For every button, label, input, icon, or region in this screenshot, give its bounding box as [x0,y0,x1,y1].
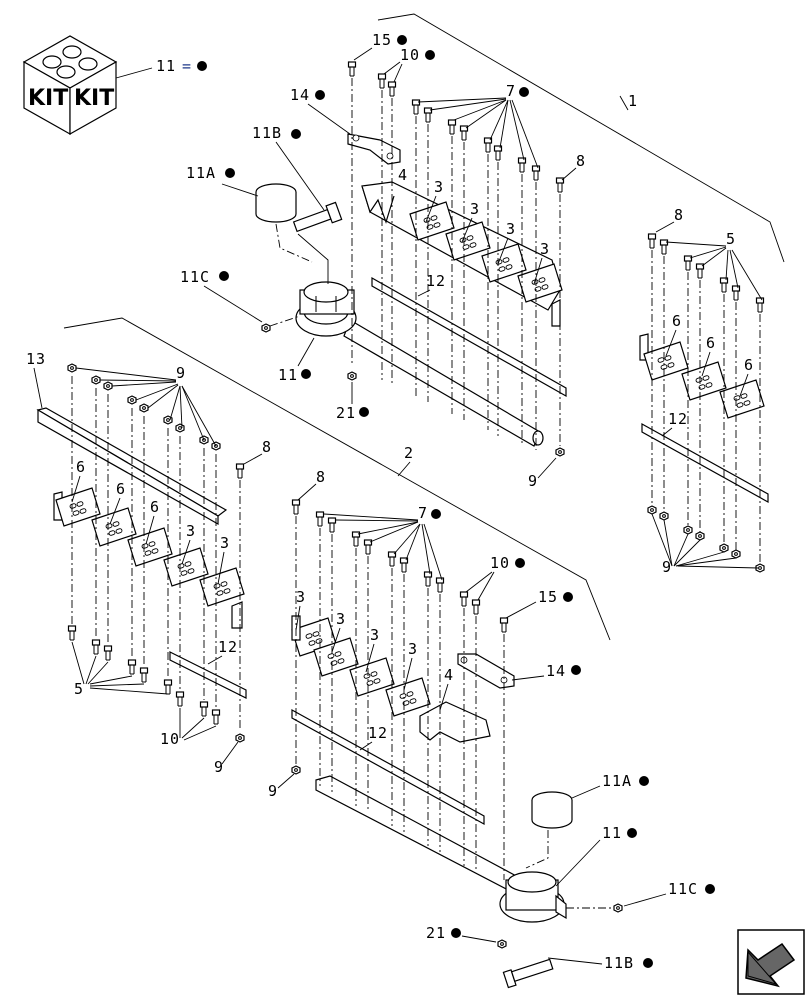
callout-2: 2 [404,444,414,462]
callout-3d-upper: 3 [540,240,550,258]
callout-3b-lower: 3 [336,610,346,628]
callout-9-upper: 9 [528,472,538,490]
callout-11b-upper: 11B [252,124,282,142]
callout-kit-11: 11 [156,57,176,75]
callout-8-right: 8 [674,206,684,224]
callout-4-upper: 4 [398,166,408,184]
callout-13: 13 [26,350,46,368]
callout-5-right: 5 [726,230,736,248]
callout-kit-equals: = [182,57,192,75]
callout-10-lower: 10 [490,554,510,572]
callout-12-upper: 12 [426,272,446,290]
assembly-lines-right [651,250,761,564]
callout-6c-left: 6 [150,498,160,516]
callout-14-lower: 14 [546,662,566,680]
knife-sections-lower [291,615,491,743]
callout-3d-lower: 3 [408,640,418,658]
callout-8-left: 8 [262,438,272,456]
backing-plate-12-right [641,422,769,504]
callout-7-upper: 7 [506,82,516,100]
bolt-11b-upper [292,201,343,233]
callout-15-upper: 15 [372,31,392,49]
callout-9-right: 9 [662,558,672,576]
knife-sections-left [53,487,245,629]
callout-11c-lower: 11C [668,880,698,898]
callout-12-left: 12 [218,638,238,656]
callout-9-lower: 9 [268,782,278,800]
callout-11c-upper: 11C [180,268,210,286]
callout-6a-left: 6 [76,458,86,476]
callout-7-lower: 7 [418,504,428,522]
callout-1: 1 [628,92,638,110]
assembly-lines-upper [351,78,561,450]
callout-11-lower: 11 [602,824,622,842]
knife-sections-right [639,333,765,419]
callout-11-upper: 11 [278,366,298,384]
callout-6b-right: 6 [706,334,716,352]
callout-10-upper: 10 [400,46,420,64]
callout-14-upper: 14 [290,86,310,104]
callout-8-lower: 8 [316,468,326,486]
assembly-lines-lower [295,516,505,880]
callout-3b-upper: 3 [470,200,480,218]
navigation-arrow-button[interactable] [737,929,805,995]
backing-plate-12-lower [291,708,485,826]
arrow-down-left-icon [745,942,796,988]
callout-3c-upper: 3 [506,220,516,238]
kit-label-left: KIT [28,86,68,111]
kit-label-right: KIT [74,86,114,111]
callout-6b-left: 6 [116,480,126,498]
callout-9-left-bottom: 9 [214,758,224,776]
callout-21-upper: 21 [336,404,356,422]
callout-10-left: 10 [160,730,180,748]
bolt-11b-lower [502,958,554,989]
callouts: 15 10 14 7 11B 11A 11C 11 21 [26,31,763,972]
callout-3c-lower: 3 [370,626,380,644]
backing-plate-12-left [169,651,247,699]
callout-11a-lower: 11A [602,772,632,790]
callout-21-lower: 21 [426,924,446,942]
callout-3a-lower: 3 [296,588,306,606]
callout-11a-upper: 11A [186,164,216,182]
callout-11b-lower: 11B [604,954,634,972]
adapter-14-lower [457,653,515,689]
drive-arm-lower [315,775,567,923]
callout-3a-left: 3 [186,522,196,540]
kit-box-icon: KIT KIT [22,35,118,136]
callout-5-left: 5 [74,680,84,698]
callout-6a-right: 6 [672,312,682,330]
callout-8-upper: 8 [576,152,586,170]
backing-plate-12-upper [371,276,567,398]
drive-arm-upper [295,281,544,447]
callout-4-lower: 4 [444,666,454,684]
callout-12-right: 12 [668,410,688,428]
callout-3a-upper: 3 [434,178,444,196]
group-bracket-1 [377,13,785,263]
callout-12-lower: 12 [368,724,388,742]
callout-9-left-top: 9 [176,364,186,382]
callout-6c-right: 6 [744,356,754,374]
ring-11a-upper [255,183,297,223]
callout-3b-left: 3 [220,534,230,552]
group-bracket-2 [63,317,611,641]
ring-11a-lower [531,791,573,829]
assembly-lines-left [71,376,241,730]
callout-15-lower: 15 [538,588,558,606]
